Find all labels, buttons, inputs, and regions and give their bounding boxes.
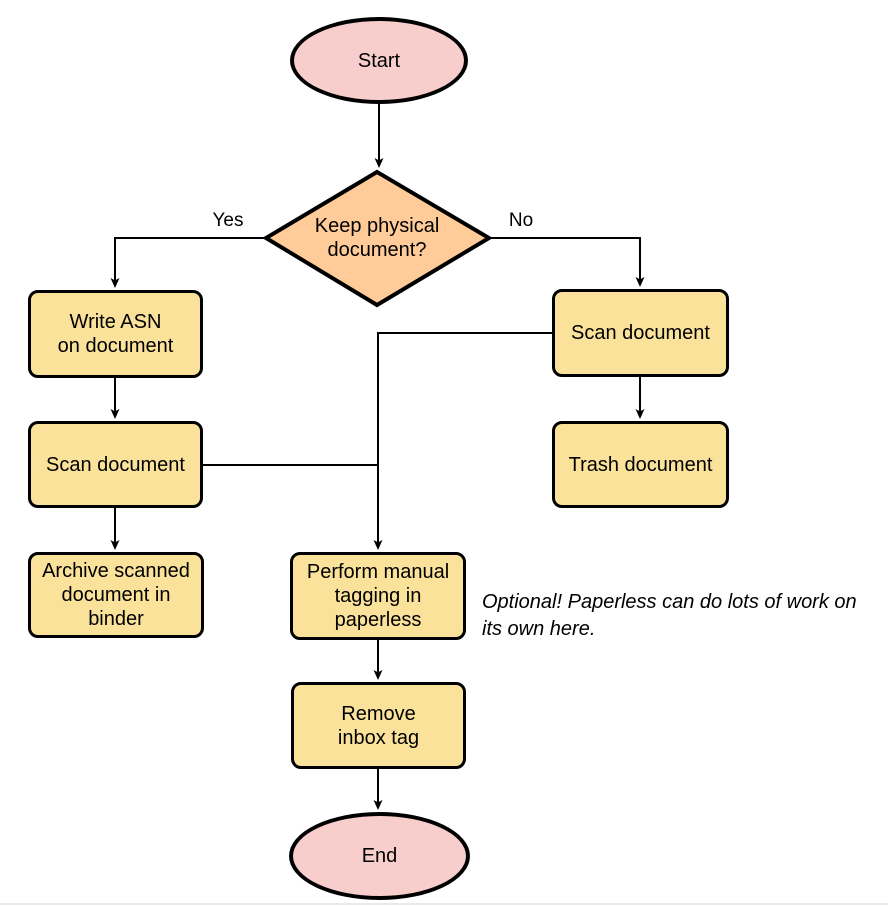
edge-label-no: No	[506, 210, 536, 232]
node-trash-document: Trash document	[552, 421, 729, 508]
node-remove-inbox-tag-label: Remove inbox tag	[337, 702, 420, 749]
page-bottom-divider	[0, 903, 888, 905]
node-remove-inbox-tag: Remove inbox tag	[291, 682, 466, 769]
decision-diamond-shape	[262, 169, 493, 308]
node-start: Start	[290, 17, 468, 104]
edge-scanright-to-tagging	[373, 332, 553, 550]
annotation-optional-note: Optional! Paperless can do lots of work …	[482, 591, 857, 640]
node-manual-tagging-label: Perform manual tagging in paperless	[306, 561, 450, 631]
node-end: End	[289, 812, 470, 900]
node-end-label: End	[361, 845, 398, 867]
node-write-asn: Write ASN on document	[28, 290, 203, 378]
node-scan-document-left: Scan document	[28, 421, 203, 508]
node-scan-document-left-label: Scan document	[46, 453, 185, 476]
edge-label-yes: Yes	[210, 210, 246, 232]
edge-decision-yes	[110, 237, 266, 288]
node-trash-document-label: Trash document	[568, 453, 713, 476]
node-write-asn-label: Write ASN on document	[57, 311, 174, 357]
node-decision-label: Keep physical document?	[314, 215, 440, 261]
node-start-label: Start	[357, 49, 401, 72]
node-archive-document-label: Archive scanned document in binder	[42, 560, 190, 630]
node-manual-tagging: Perform manual tagging in paperless	[290, 552, 466, 640]
node-scan-document-right-label: Scan document	[571, 322, 710, 344]
node-decision: Keep physical document?	[277, 200, 477, 276]
node-archive-document: Archive scanned document in binder	[28, 552, 204, 638]
edge-decision-no	[489, 237, 645, 287]
node-scan-document-right: Scan document	[552, 289, 729, 377]
